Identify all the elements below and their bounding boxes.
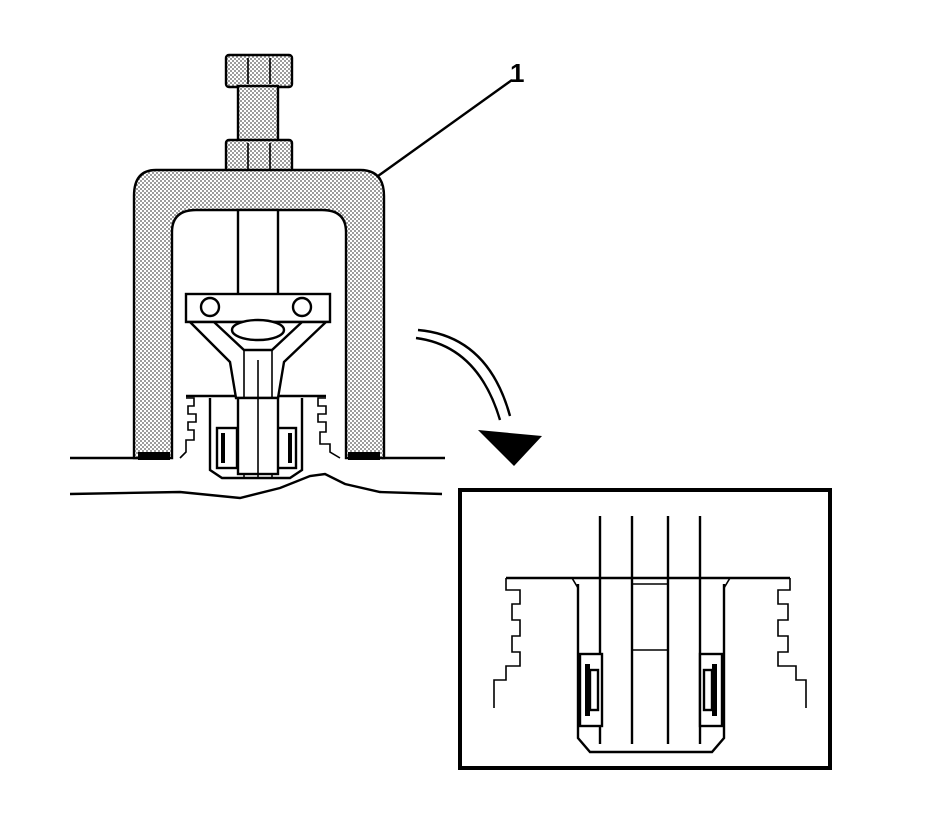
detail-frame bbox=[458, 488, 832, 770]
forcing-screw bbox=[236, 84, 280, 144]
puller-tool bbox=[132, 53, 386, 478]
screw-head bbox=[224, 53, 294, 89]
detail-view bbox=[458, 488, 832, 770]
detail-arrow bbox=[415, 328, 542, 466]
puller-bridge bbox=[132, 168, 386, 460]
lock-nut bbox=[224, 138, 294, 174]
seal-main bbox=[215, 426, 298, 470]
callout-1: 1 bbox=[377, 58, 524, 177]
forcing-rod bbox=[236, 208, 280, 298]
callout-label-1: 1 bbox=[510, 58, 524, 88]
